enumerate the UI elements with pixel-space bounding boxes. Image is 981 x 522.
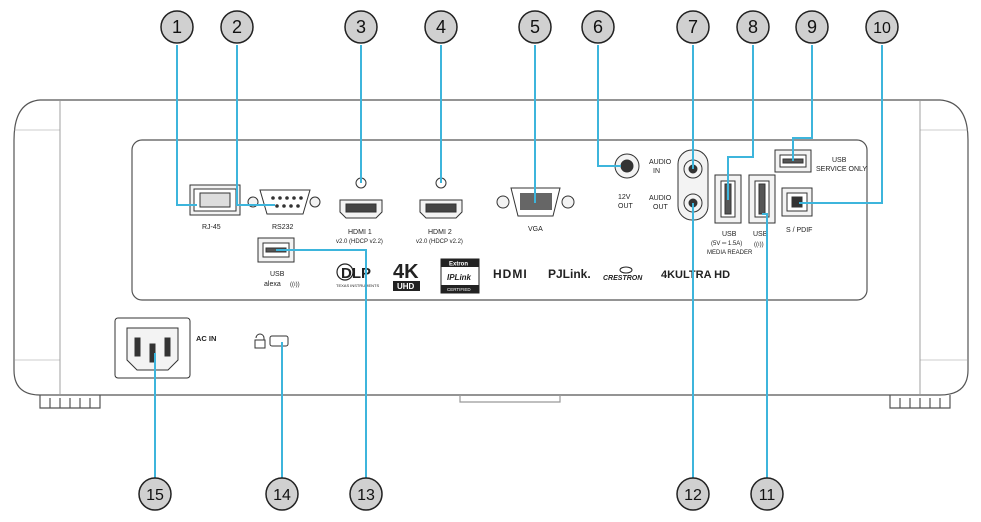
callout-number-13: 13 bbox=[357, 487, 375, 504]
extron-iplink-logo: Extron IPLink CERTIFIED bbox=[440, 258, 480, 294]
callout-line-10 bbox=[799, 45, 883, 204]
callout-circle-3 bbox=[344, 10, 378, 44]
usb-media-label-b: (5V ═ 1.5A) bbox=[711, 241, 742, 247]
hdmi1-label: HDMI 1 bbox=[348, 229, 372, 236]
callout-circle-14 bbox=[265, 477, 299, 511]
callout-number-5: 5 bbox=[530, 17, 540, 37]
usb-alexa-label-b: alexa bbox=[264, 281, 281, 288]
rj45-port bbox=[189, 184, 241, 216]
callout-circle-15 bbox=[138, 477, 172, 511]
callout-circle-8 bbox=[736, 10, 770, 44]
crestron-logo: CRESTRON bbox=[603, 266, 643, 282]
usb-alexa-symbol: ((ı)) bbox=[290, 282, 300, 288]
callout-line-13 bbox=[276, 249, 367, 478]
svg-text:Extron: Extron bbox=[449, 262, 468, 268]
callout-circle-10 bbox=[865, 10, 899, 44]
callout-number-7: 7 bbox=[688, 17, 698, 37]
audio-in-label-a: AUDIO bbox=[649, 159, 672, 166]
usb-wifi-symbol: ((ı)) bbox=[754, 242, 764, 248]
callout-number-2: 2 bbox=[232, 17, 242, 37]
callout-circle-6 bbox=[581, 10, 615, 44]
kensington-lock bbox=[254, 333, 289, 349]
hdmi-logo: HDMI bbox=[493, 267, 528, 281]
callout-lines bbox=[154, 45, 883, 478]
callout-number-1: 1 bbox=[172, 17, 182, 37]
callout-line-2 bbox=[236, 45, 275, 206]
usb-service-label-a: USB bbox=[832, 157, 847, 164]
dc12v-label-a: 12V bbox=[618, 194, 631, 201]
ac-in-socket bbox=[114, 317, 191, 379]
callout-number-4: 4 bbox=[436, 17, 446, 37]
audio-out-label-a: AUDIO bbox=[649, 195, 672, 202]
callout-numbers: 1 2 3 4 5 6 7 8 9 10 11 12 13 14 15 bbox=[146, 17, 891, 504]
audio-out-label-b: OUT bbox=[653, 204, 669, 211]
vga-label: VGA bbox=[528, 226, 543, 233]
usb-alexa-label-a: USB bbox=[270, 271, 285, 278]
dc12v-out-jack bbox=[614, 153, 640, 179]
callout-circle-5 bbox=[518, 10, 552, 44]
usb-media-label-c: MEDIA READER bbox=[707, 250, 753, 256]
dc12v-label-b: OUT bbox=[618, 203, 634, 210]
hdmi2-sublabel: v2.0 (HDCP v2.2) bbox=[416, 239, 463, 245]
svg-text:4K: 4K bbox=[393, 261, 419, 283]
ac-in-label: AC IN bbox=[196, 334, 216, 343]
svg-text:CRESTRON: CRESTRON bbox=[603, 275, 643, 282]
dlp-logo: DLP TEXAS INSTRUMENTS bbox=[336, 263, 379, 288]
4k-uhd-logo: 4K UHD bbox=[393, 261, 420, 291]
audio-in-label-b: IN bbox=[653, 168, 660, 175]
svg-text:DLP: DLP bbox=[341, 265, 371, 282]
callout-number-11: 11 bbox=[759, 487, 776, 504]
connector-panel bbox=[131, 139, 868, 301]
callout-number-8: 8 bbox=[748, 17, 758, 37]
callout-number-10: 10 bbox=[873, 20, 891, 37]
callout-number-3: 3 bbox=[356, 17, 366, 37]
hdmi2-port bbox=[419, 177, 463, 219]
callout-line-8 bbox=[727, 45, 754, 200]
callout-circle-4 bbox=[424, 10, 458, 44]
callout-line-6 bbox=[597, 45, 621, 167]
callout-number-15: 15 bbox=[146, 487, 164, 504]
callout-number-6: 6 bbox=[593, 17, 603, 37]
callout-number-12: 12 bbox=[684, 487, 702, 504]
hdmi1-sublabel: v2.0 (HDCP v2.2) bbox=[336, 239, 383, 245]
callout-circles bbox=[138, 10, 899, 511]
callout-circle-2 bbox=[220, 10, 254, 44]
callout-circle-1 bbox=[160, 10, 194, 44]
callout-circle-13 bbox=[349, 477, 383, 511]
svg-text:TEXAS INSTRUMENTS: TEXAS INSTRUMENTS bbox=[336, 283, 379, 288]
projector-body bbox=[13, 99, 969, 409]
rs232-port bbox=[247, 189, 321, 215]
pjlink-logo: PJLink. bbox=[548, 267, 591, 281]
svg-text:CERTIFIED: CERTIFIED bbox=[447, 287, 471, 292]
callout-circle-11 bbox=[750, 477, 784, 511]
hdmi2-label: HDMI 2 bbox=[428, 229, 452, 236]
svg-text:UHD: UHD bbox=[397, 282, 415, 291]
callout-number-14: 14 bbox=[273, 487, 291, 504]
usb-wifi-label: USB bbox=[753, 231, 768, 238]
svg-text:IPLink: IPLink bbox=[447, 273, 472, 282]
usb-media-label-a: USB bbox=[722, 231, 737, 238]
rj45-label: RJ-45 bbox=[202, 224, 221, 231]
hdmi1-port bbox=[339, 177, 383, 219]
callout-line-9 bbox=[792, 45, 813, 161]
rs232-label: RS232 bbox=[272, 224, 294, 231]
callout-number-9: 9 bbox=[807, 17, 817, 37]
callout-circle-12 bbox=[676, 477, 710, 511]
callout-circle-7 bbox=[676, 10, 710, 44]
usb-service-label-b: SERVICE ONLY bbox=[816, 166, 867, 173]
4k-ultra-hd-logo: 4KULTRA HD bbox=[661, 269, 730, 281]
callout-line-1 bbox=[176, 45, 197, 206]
callout-circle-9 bbox=[795, 10, 829, 44]
spdif-label: S / PDIF bbox=[786, 227, 812, 234]
callout-line-11 bbox=[762, 213, 768, 478]
usb-wifi-port bbox=[748, 174, 776, 224]
